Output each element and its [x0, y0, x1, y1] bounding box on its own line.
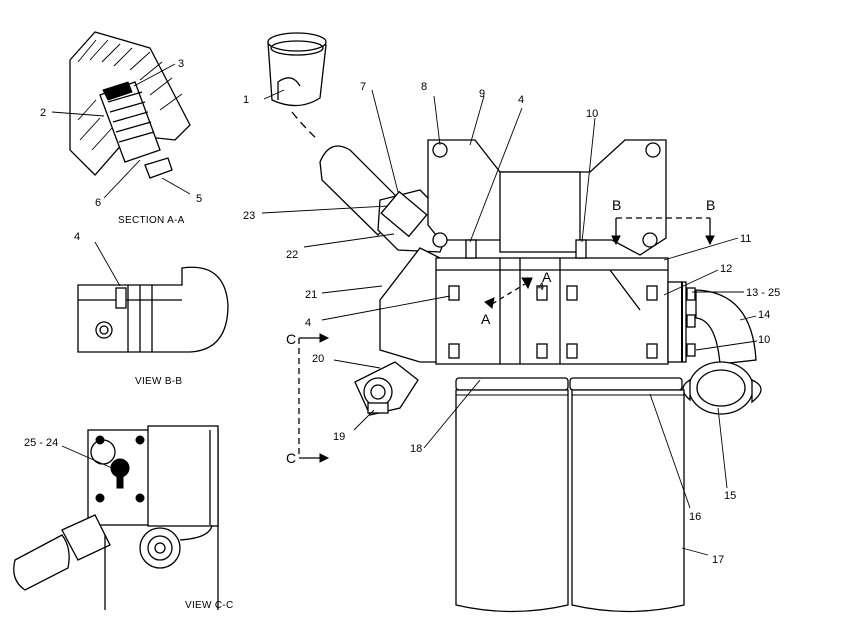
caption-view-cc: VIEW C-C — [185, 600, 234, 611]
view-cc-inset — [13, 425, 219, 610]
main-assembly — [261, 32, 762, 613]
callout-8: 8 — [421, 81, 427, 93]
view-marker-c-bottom: C — [286, 450, 296, 466]
callout-12: 12 — [720, 263, 732, 275]
callout-3: 3 — [178, 58, 184, 70]
callout-20: 20 — [312, 353, 324, 365]
callout-13-25: 13 - 25 — [746, 287, 780, 299]
callout-7: 7 — [360, 81, 366, 93]
view-marker-b-right: B — [706, 197, 715, 213]
callout-15: 15 — [724, 490, 736, 502]
callout-22: 22 — [286, 249, 298, 261]
callout-4-top: 4 — [518, 94, 524, 106]
callout-25-24: 25 - 24 — [24, 437, 58, 449]
section-aa-inset — [51, 31, 191, 199]
view-marker-b-left: B — [612, 197, 621, 213]
callout-4-view-bb: 4 — [74, 231, 80, 243]
callout-17: 17 — [712, 554, 724, 566]
caption-view-bb: VIEW B-B — [135, 376, 182, 387]
callout-1: 1 — [243, 94, 249, 106]
callout-23: 23 — [243, 210, 255, 222]
callout-16: 16 — [689, 511, 701, 523]
callout-5: 5 — [196, 193, 202, 205]
callout-9: 9 — [479, 88, 485, 100]
callout-18: 18 — [410, 443, 422, 455]
callout-6: 6 — [95, 197, 101, 209]
callout-4-mid: 4 — [538, 281, 544, 293]
callout-21: 21 — [305, 289, 317, 301]
view-marker-a-top: A — [542, 269, 552, 285]
caption-section-aa: SECTION A-A — [118, 215, 185, 226]
callout-2: 2 — [40, 107, 46, 119]
callout-14: 14 — [758, 309, 770, 321]
callout-4-left: 4 — [305, 317, 311, 329]
view-marker-a-bottom: A — [481, 311, 491, 327]
callout-19: 19 — [333, 431, 345, 443]
callout-10-right: 10 — [758, 334, 770, 346]
view-marker-c-top: C — [286, 331, 296, 347]
view-bb-inset — [77, 241, 229, 353]
callout-11: 11 — [740, 233, 751, 245]
callout-10-top: 10 — [586, 108, 598, 120]
